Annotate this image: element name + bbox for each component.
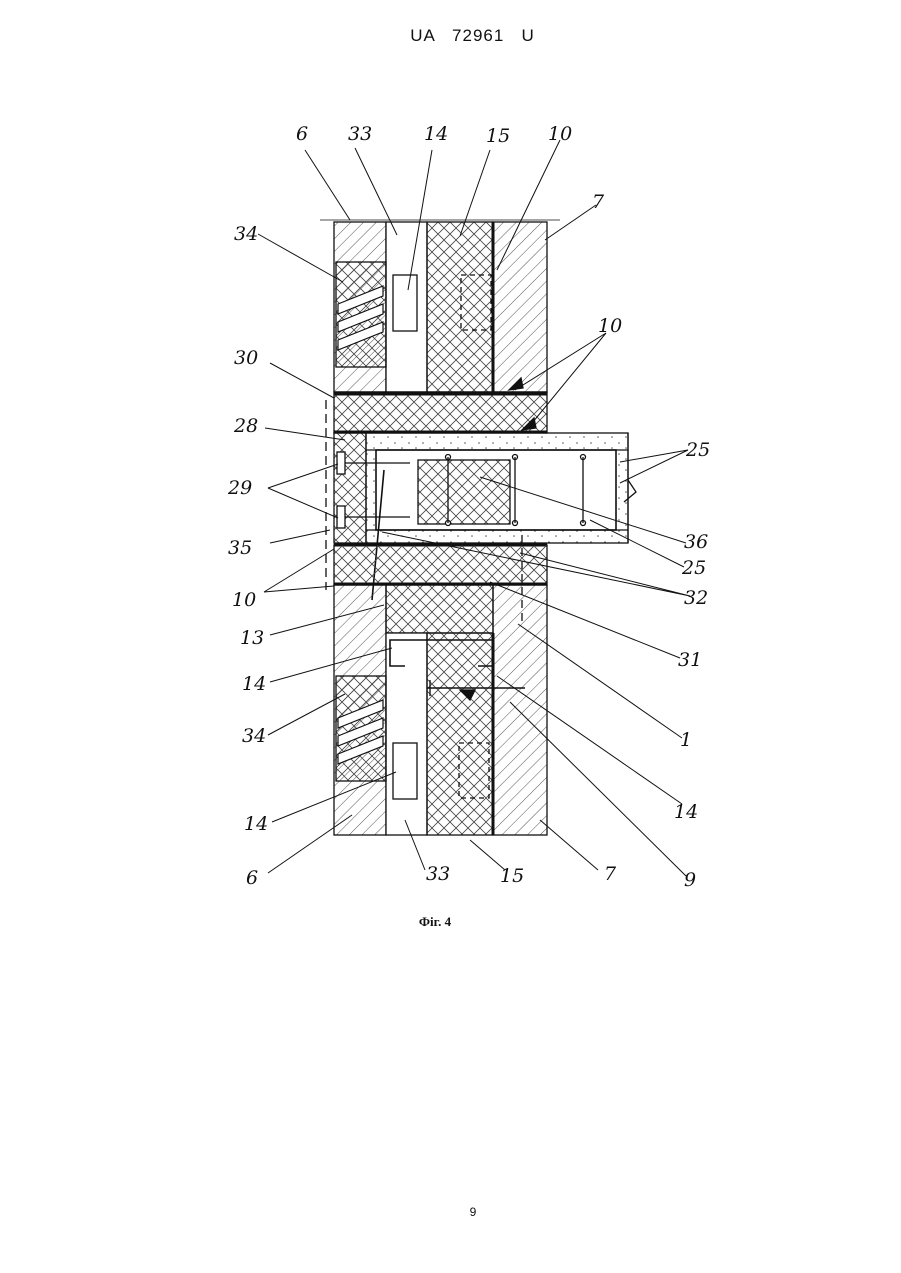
label-29: 29 — [227, 477, 252, 499]
label-9: 9 — [684, 869, 696, 891]
label-36: 36 — [684, 531, 708, 553]
label-15-top: 15 — [486, 125, 510, 147]
label-7-top: 7 — [592, 191, 605, 213]
label-34-top: 34 — [234, 223, 258, 245]
label-1: 1 — [680, 729, 692, 751]
label-15-bottom: 15 — [500, 865, 524, 887]
label-34-bottom: 34 — [242, 725, 266, 747]
label-10-left: 10 — [232, 589, 256, 611]
label-10-top: 10 — [548, 123, 572, 145]
wall-lower — [334, 585, 547, 835]
wall-upper — [320, 220, 560, 392]
label-28: 28 — [233, 415, 258, 437]
label-14-bottom: 14 — [244, 813, 268, 835]
label-10-mid: 10 — [598, 315, 622, 337]
label-32: 32 — [684, 587, 708, 609]
label-14-top: 14 — [424, 123, 448, 145]
page-number: 9 — [455, 1205, 491, 1219]
label-35: 35 — [228, 537, 252, 559]
label-6-top: 6 — [296, 123, 308, 145]
label-25-b: 25 — [681, 557, 706, 579]
label-31: 31 — [678, 649, 702, 671]
label-33-top: 33 — [348, 123, 372, 145]
floor-slab-lower — [334, 545, 547, 585]
label-13: 13 — [240, 627, 264, 649]
label-14-right: 14 — [674, 801, 698, 823]
label-14-left: 14 — [242, 673, 266, 695]
figure-caption: Фіг. 4 — [400, 914, 470, 930]
label-7-bottom: 7 — [604, 863, 617, 885]
label-25-a: 25 — [685, 439, 710, 461]
label-33-bottom: 33 — [426, 863, 450, 885]
label-6-bottom: 6 — [246, 867, 258, 889]
label-30: 30 — [234, 347, 258, 369]
